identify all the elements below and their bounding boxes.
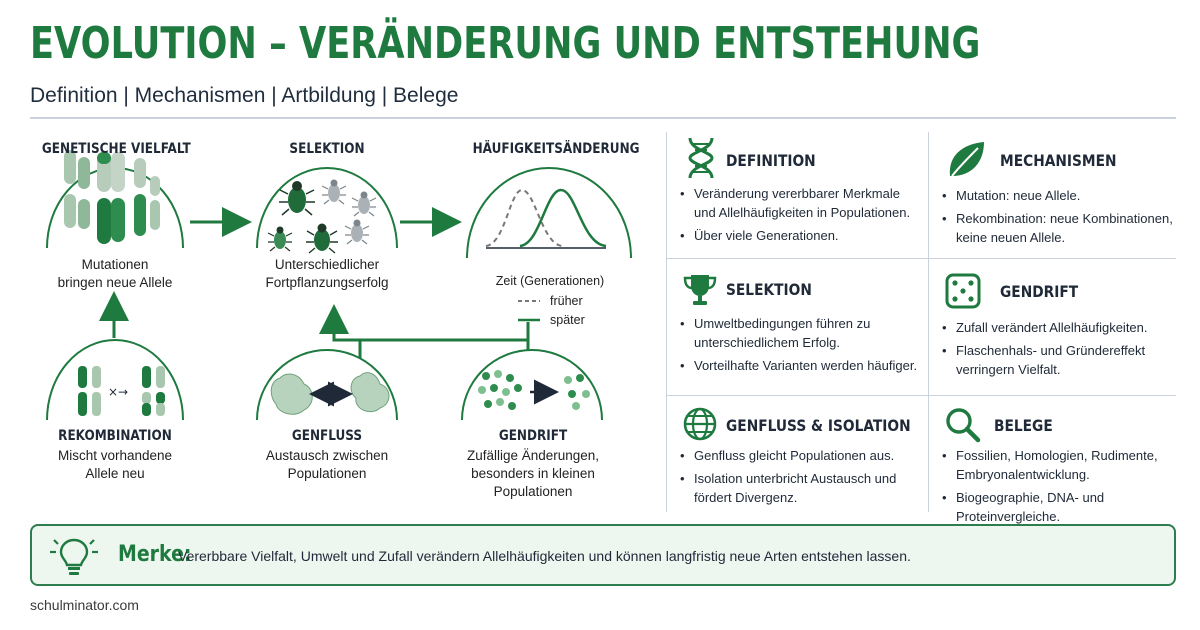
card-evidence: BELEGE Fossilien, Homologien, Rudimente,… <box>940 398 1176 524</box>
merke-label: Merke: <box>118 542 192 567</box>
drift-caption-1: Zufällige Änderungen, <box>466 448 600 463</box>
curve-after <box>519 188 607 248</box>
evolution-diagram: ×→ <box>46 150 632 421</box>
genetic-caption-2: bringen neue Allele <box>57 275 173 290</box>
connector-to-selection <box>319 304 530 342</box>
cards-row-divider-2 <box>666 395 1176 396</box>
selection-dome <box>256 167 398 249</box>
merke-text: Vererbbare Vielfalt, Umwelt und Zufall v… <box>178 548 911 564</box>
list-item: Rekombination: neue Kombinationen, keine… <box>940 209 1174 247</box>
cards-center-divider <box>928 132 929 512</box>
card-selection: SELEKTION Umweltbedingungen führen zu un… <box>678 262 926 392</box>
list-item: Fossilien, Homologien, Rudimente, Embryo… <box>940 446 1174 484</box>
dna-icon <box>688 137 714 179</box>
frequency-heading: HÄUFIGKEITSÄNDERUNG <box>472 141 640 157</box>
header-divider <box>30 117 1176 119</box>
drift-dome <box>461 349 603 421</box>
list-item: Umweltbedingungen führen zu unterschiedl… <box>678 314 924 352</box>
card-mechanisms: MECHANISMEN Mutation: neue Allele. Rekom… <box>940 132 1176 258</box>
svg-text:×→: ×→ <box>108 385 128 399</box>
drift-heading: GENDRIFT <box>498 428 568 444</box>
selection-caption-2: Fortpflanzungserfolg <box>265 275 389 290</box>
geneflow-icon <box>270 372 390 415</box>
merke-box: Merke: Vererbbare Vielfalt, Umwelt und Z… <box>30 524 1176 586</box>
curve-before <box>485 188 563 247</box>
frequency-curves <box>485 188 607 322</box>
dice-icon <box>945 273 981 309</box>
card-mechanisms-title: MECHANISMEN <box>1000 151 1117 170</box>
card-drift: GENDRIFT Zufall verändert Allelhäufigkei… <box>940 262 1176 392</box>
magnifier-icon <box>946 408 981 443</box>
genetic-heading: GENETISCHE VIELFALT <box>41 141 191 157</box>
globe-icon <box>683 407 717 441</box>
list-item: Zufall verändert Allelhäufigkeiten. <box>940 318 1174 337</box>
list-item: Flaschenhals- und Gründereffekt verringe… <box>940 341 1174 379</box>
card-drift-title: GENDRIFT <box>1000 282 1079 301</box>
geneflow-caption-2: Populationen <box>287 466 367 481</box>
card-definition-title: DEFINITION <box>726 151 816 170</box>
card-geneflow-list: Genfluss gleicht Populationen aus. Isola… <box>678 446 924 511</box>
footer-url[interactable]: schulminator.com <box>30 597 139 613</box>
card-mechanisms-list: Mutation: neue Allele. Rekombination: ne… <box>940 186 1174 251</box>
geneflow-dome <box>256 349 398 421</box>
selection-heading: SELEKTION <box>289 141 365 157</box>
recombination-caption-1: Mischt vorhandene <box>57 448 173 463</box>
cards-left-divider <box>666 132 667 512</box>
drift-icon <box>478 370 590 410</box>
recombination-heading: REKOMBINATION <box>58 428 172 444</box>
card-selection-list: Umweltbedingungen führen zu unterschiedl… <box>678 314 924 379</box>
lightbulb-icon <box>50 538 98 575</box>
drift-caption-3: Populationen <box>493 484 573 499</box>
recombination-caption-2: Allele neu <box>85 466 145 481</box>
list-item: Genfluss gleicht Populationen aus. <box>678 446 924 465</box>
geneflow-caption-1: Austausch zwischen <box>265 448 389 463</box>
list-item: Vorteilhafte Varianten werden häufiger. <box>678 356 924 375</box>
list-item: Veränderung vererbbarer Merkmale und All… <box>678 184 924 222</box>
card-drift-list: Zufall verändert Allelhäufigkeiten. Flas… <box>940 318 1174 383</box>
frequency-dome <box>466 167 632 259</box>
list-item: Über viele Generationen. <box>678 226 924 245</box>
frequency-axis-label: Zeit (Generationen) <box>495 274 605 288</box>
cards-row-divider-1 <box>666 258 1176 259</box>
page-subtitle: Definition | Mechanismen | Artbildung | … <box>30 84 459 107</box>
card-geneflow-title: GENFLUSS & ISOLATION <box>726 416 911 435</box>
card-definition: DEFINITION Veränderung vererbbarer Merkm… <box>678 132 926 258</box>
drift-caption-2: besonders in kleinen <box>471 466 595 481</box>
list-item: Mutation: neue Allele. <box>940 186 1174 205</box>
legend-before-label: früher <box>550 294 583 308</box>
card-definition-list: Veränderung vererbbarer Merkmale und All… <box>678 184 924 249</box>
selection-caption-1: Unterschiedlicher <box>274 257 380 272</box>
trophy-icon <box>683 275 717 305</box>
page-title: EVOLUTION – VERÄNDERUNG UND ENTSTEHUNG <box>30 18 981 69</box>
chromosome-icon <box>64 150 160 244</box>
leaf-icon <box>949 142 984 177</box>
geneflow-heading: GENFLUSS <box>291 428 363 444</box>
recombination-dome <box>46 339 184 421</box>
card-evidence-title: BELEGE <box>994 416 1053 435</box>
list-item: Isolation unterbricht Austausch und förd… <box>678 469 924 507</box>
legend-after-label: später <box>550 313 585 327</box>
list-item: Biogeographie, DNA- und Proteinvergleich… <box>940 488 1174 526</box>
card-geneflow: GENFLUSS & ISOLATION Genfluss gleicht Po… <box>678 398 926 512</box>
recombination-chromosomes-icon: ×→ <box>78 366 165 416</box>
beetle-icon <box>267 179 377 254</box>
card-selection-title: SELEKTION <box>726 280 812 299</box>
card-evidence-list: Fossilien, Homologien, Rudimente, Embryo… <box>940 446 1174 530</box>
genetic-caption-1: Mutationen <box>81 257 149 272</box>
